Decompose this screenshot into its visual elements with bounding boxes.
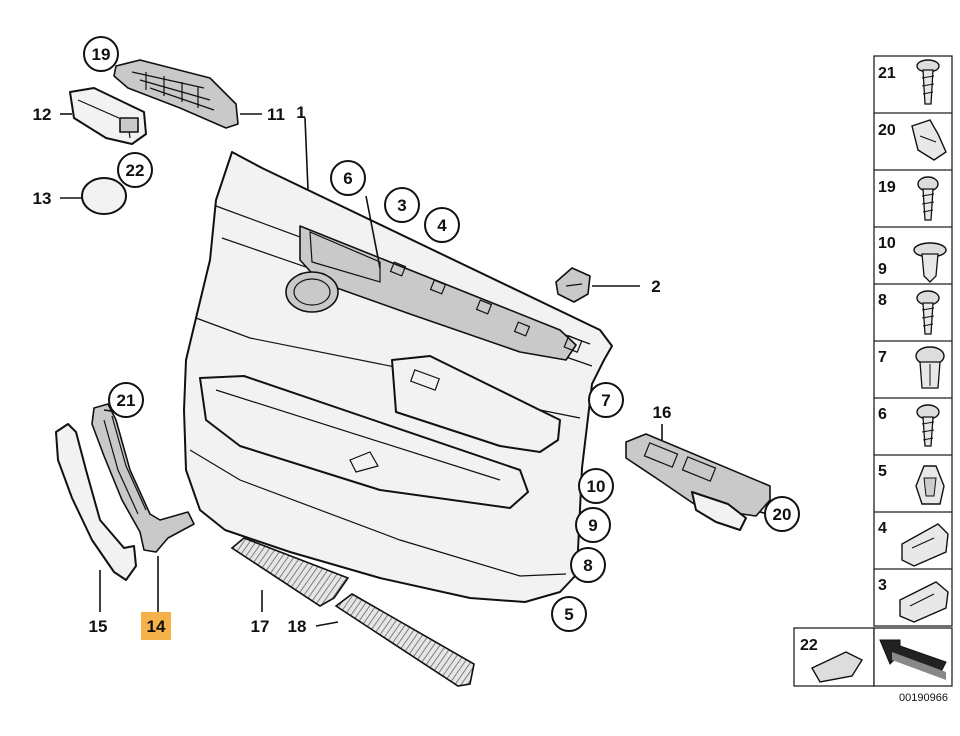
clip-20-icon	[911, 119, 947, 161]
rivet-7-icon	[915, 346, 945, 389]
screw-8-icon	[916, 290, 940, 335]
callout-7: 7	[601, 391, 610, 410]
callout-15: 15	[89, 617, 108, 636]
trim-strip-illustration	[55, 423, 137, 581]
callout-18: 18	[288, 617, 307, 636]
callout-10: 10	[587, 477, 606, 496]
callout-14-highlight	[141, 612, 171, 640]
legend-label-9: 9	[878, 261, 887, 278]
screw-19-icon	[917, 176, 939, 221]
legend-label-5: 5	[878, 463, 887, 480]
callout-19: 19	[92, 45, 111, 64]
callout-2: 2	[651, 277, 660, 296]
fastener-legend: 21 20 19 10 9 8	[873, 55, 953, 627]
callout-6: 6	[343, 169, 352, 188]
callout-14: 14	[147, 617, 166, 636]
callout-9: 9	[588, 516, 597, 535]
legend-label-6: 6	[878, 406, 887, 423]
callout-11: 11	[267, 105, 285, 124]
cap-22-icon	[811, 651, 864, 683]
switch-panel-illustration	[625, 433, 771, 531]
legend-label-4: 4	[878, 520, 887, 537]
legend-label-3: 3	[878, 577, 887, 594]
screw-6-icon	[916, 404, 940, 447]
callout-21: 21	[117, 391, 136, 410]
cover-cap-illustration	[81, 177, 127, 215]
bracket-4-icon	[901, 523, 949, 567]
callout-12: 12	[33, 105, 52, 124]
legend-label-19: 19	[878, 179, 896, 196]
legend-label-8: 8	[878, 292, 887, 309]
arrow-symbol-icon	[879, 639, 947, 680]
handle-bracket-illustration	[113, 59, 239, 129]
bracket-3-icon	[899, 581, 949, 623]
catalog-number: 00190966	[899, 692, 948, 704]
grille-17-illustration	[230, 537, 350, 607]
callout-17: 17	[251, 617, 270, 636]
leader-lines	[60, 113, 769, 627]
callout-3: 3	[397, 196, 406, 215]
handle-carrier-illustration	[91, 403, 195, 553]
legend-label-21: 21	[878, 65, 896, 82]
legend-label-20: 20	[878, 122, 896, 139]
legend-label-7: 7	[878, 349, 887, 366]
bottom-legend: 22 00190966	[793, 627, 953, 704]
clip-5-icon	[915, 465, 945, 505]
callout-8: 8	[583, 556, 592, 575]
rivet-10-icon	[913, 242, 947, 283]
door-handle-illustration	[69, 87, 147, 145]
callout-1: 1	[296, 103, 305, 122]
callout-16: 16	[653, 403, 672, 422]
legend-label-22: 22	[800, 637, 818, 654]
callout-4: 4	[437, 216, 447, 235]
callout-5: 5	[564, 605, 573, 624]
legend-label-10: 10	[878, 235, 896, 252]
door-panel-illustration	[183, 151, 613, 603]
callout-22: 22	[126, 161, 145, 180]
grille-18-illustration	[334, 593, 475, 687]
callout-13: 13	[33, 189, 52, 208]
screw-21-icon	[916, 59, 940, 105]
clip-bracket-illustration	[555, 267, 591, 303]
callout-20: 20	[773, 505, 792, 524]
